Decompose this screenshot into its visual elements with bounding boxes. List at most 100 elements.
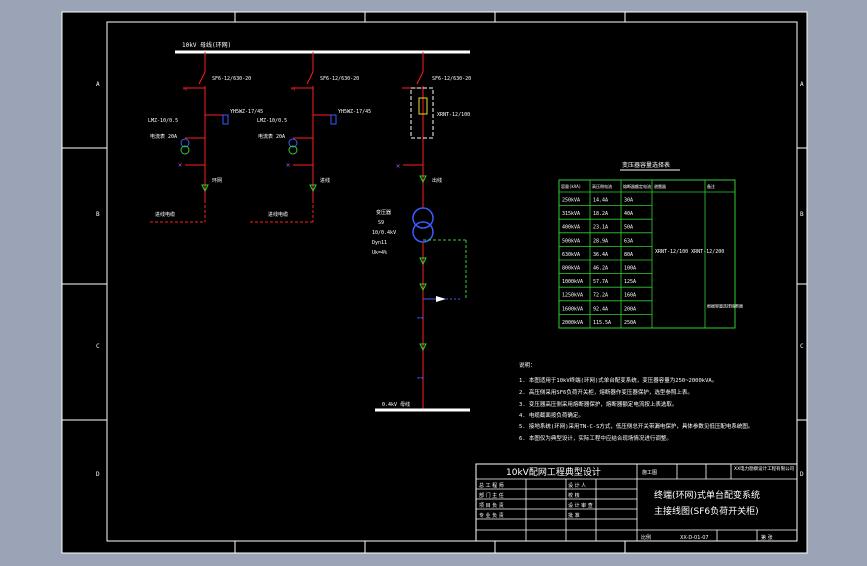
table-cell: 40A [624,211,633,217]
table-cell: 315kVA [562,211,580,217]
tb-role2-1: 校 核 [568,492,580,499]
table-cell: 23.1A [593,225,608,231]
note-4: 4. 电缆截面按负荷确定。 [519,411,584,419]
tb-scale: 比例 [641,534,651,541]
svg-text:✕: ✕ [286,161,290,169]
left-mark-d: D [96,471,100,478]
table-header-2: 熔断器额定电流 [623,183,651,189]
transformer-spec-2: Dyn11 [372,240,387,246]
right-mark-b: B [800,211,804,218]
feeder-1: SF6-12/630-20 ⊣ YH5WZ-17/45 LMZ-10/0.5 电… [148,52,263,223]
svg-text:⊣: ⊣ [183,86,187,93]
table-cell: 630kVA [562,252,580,258]
note-5: 5. 接地系统(环网)采用TN-C-S方式，低压侧总开关带漏电保护，具体参数见低… [519,422,753,430]
table-cell: 63A [624,238,633,244]
right-mark-c: C [800,343,804,350]
feeder-1-dir-label: 环网 [212,178,222,184]
svg-text:✕: ✕ [396,162,400,170]
tb-drawing-title-1: 终端(环网)式单台配变系统 [654,489,760,501]
transformer-spec-0: S9 [378,220,384,226]
tb-sheet: 第 张 [761,534,773,541]
notes: 说明： 1. 本图适用于10kV终端(环网)式单台配变系统，变压器容量为250~… [519,361,753,442]
sheet-background [61,11,808,554]
tb-drawing-no: XX-D-01-07 [680,535,709,541]
note-6: 6. 本图仅为典型设计，实际工程中应结合现场情况进行调整。 [519,434,672,442]
svg-text:✕: ✕ [178,161,182,169]
right-mark-d: D [800,471,804,478]
table-cell: 18.2A [593,211,608,217]
feeder-1-arrester-label: YH5WZ-17/45 [230,109,263,115]
table-cell: 92.4A [593,306,608,312]
table-cell: 250kVA [562,198,580,204]
table-merged-fuse: XRNT-12/100 XRNT-12/200 [655,249,724,255]
table-cell: 1000kVA [562,279,583,285]
tb-stage-label: 施工图 [642,469,657,476]
table-cell: 80A [624,252,633,258]
feeder-1-meter-label: 电流表 20A [150,133,177,140]
feeder-2-cable-label: 进线电缆 [268,211,288,218]
note-3: 3. 变压器高压侧采用熔断器保护，熔断器额定电流按上表选取。 [519,400,677,408]
transformer-spec-1: 10/0.4kV [372,230,396,236]
table-cell: 250A [624,320,636,326]
left-mark-a: A [96,81,100,88]
transformer-spec-3: Uk=4% [372,250,387,256]
table-cell: 46.2A [593,266,608,272]
table-cell: 160A [624,293,636,299]
fuse-label: XRNT-12/100 [437,112,470,118]
table-cell: 500kVA [562,238,580,244]
feeder-3: SF6-12/630-20 XRNT-12/100 ✕ 出线 变压器 S9 10… [372,52,471,412]
title-block: 10kV配网工程典型设计 施工图 XX电力勘察设计工程有限公司 总 工 程 师 … [475,463,798,542]
feeder-3-switch-label: SF6-12/630-20 [432,76,471,82]
feeder-1-switch-label: SF6-12/630-20 [212,76,251,82]
feeder-2-ct-label: LMZ-10/0.5 [257,118,287,124]
left-mark-c: C [96,343,100,350]
table-cell: 14.4A [593,198,608,204]
svg-text:⊶: ⊶ [417,314,424,322]
table-cell: 72.2A [593,293,608,299]
table-header-4: 备注 [707,183,715,189]
tb-role-3: 专 业 负 责 [479,512,504,519]
table-cell: 800kVA [562,266,580,272]
notes-title: 说明： [519,361,536,369]
tb-role2-0: 设 计 人 [568,482,586,489]
table-cell: 2000kVA [562,320,583,326]
note-1: 1. 本图适用于10kV终端(环网)式单台配变系统，变压器容量为250~2000… [519,376,717,384]
table-header-0: 容量(kVA) [561,183,581,189]
tb-role2-2: 设 计 审 查 [568,502,593,509]
table-cell: 1250kVA [562,293,583,299]
table-cell: 100A [624,266,636,272]
feeder-2-meter-label: 电流表 20A [258,133,285,140]
schematic: 10kV 母线(环网) SF6-12/630-20 ⊣ YH5WZ-17/45 … [148,41,471,412]
feeder-2-dir-label: 进线 [320,177,330,184]
busbar-label: 10kV 母线(环网) [182,41,231,49]
lv-bus-label: 0.4kV 母线 [382,401,410,408]
transformer-label: 变压器 [376,209,391,216]
tb-role-0: 总 工 程 师 [479,482,504,489]
note-2: 2. 高压侧采用SF6负荷开关柜，熔断器作变压器保护，选型参照上表。 [519,388,693,396]
tb-role-1: 部 门 主 任 [479,492,504,499]
feeder-1-ct-label: LMZ-10/0.5 [148,118,178,124]
table-cell: 1600kVA [562,306,583,312]
svg-text:⊶: ⊶ [417,374,424,382]
feeder-3-dir-label: 出线 [432,177,442,184]
table-cell: 50A [624,225,633,231]
feeder-2-switch-label: SF6-12/630-20 [320,76,359,82]
feeder-2-arrester-label: YH5WZ-17/45 [338,109,371,115]
table-cell: 30A [624,198,633,204]
tb-company: XX电力勘察设计工程有限公司 [734,465,794,472]
border-ticks [62,12,807,553]
inner-frame [106,21,798,542]
table-cell: 115.5A [593,320,611,326]
border-marks: A B C D A B C D [96,81,804,478]
table-cell: 36.4A [593,252,608,258]
svg-text:⊣: ⊣ [291,86,295,93]
tb-project: 10kV配网工程典型设计 [506,466,601,478]
table-merged-note: 根据容量选择熔断器 [707,303,743,309]
tb-drawing-title-2: 主接线图(SF6负荷开关柜) [654,505,759,517]
feeder-1-cable-label: 进线电缆 [155,211,175,218]
table-cell: 125A [624,279,636,285]
table-cell: 57.7A [593,279,608,285]
table-header-1: 高压侧电流 [592,183,612,189]
